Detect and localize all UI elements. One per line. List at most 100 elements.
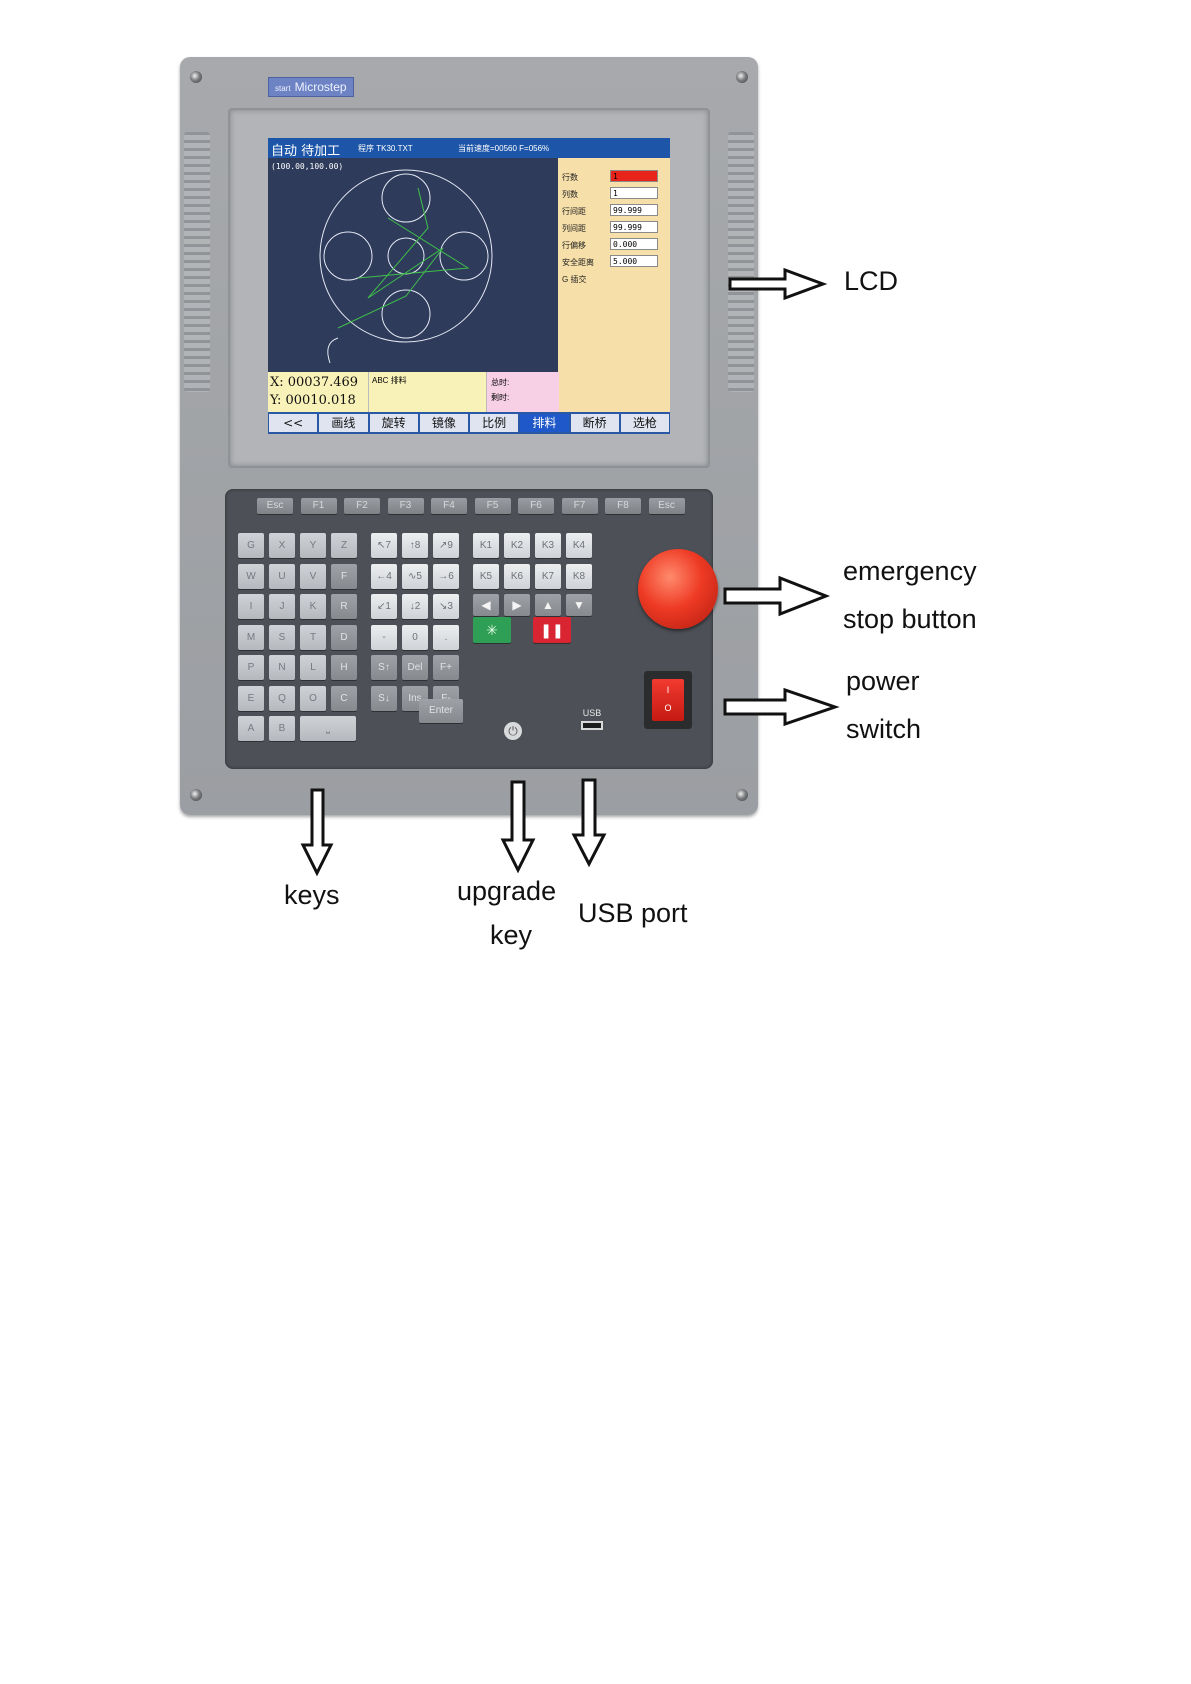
k-key[interactable]: K7 (535, 563, 561, 589)
function-key[interactable]: Esc (257, 498, 293, 514)
function-key[interactable]: F7 (561, 498, 598, 514)
numpad-key[interactable]: ↙1 (371, 594, 397, 619)
letter-key[interactable]: X (269, 533, 295, 558)
k-key[interactable]: K5 (473, 563, 499, 589)
k-key[interactable]: K3 (535, 533, 561, 558)
function-key[interactable]: F2 (344, 498, 380, 514)
letter-key[interactable]: I (238, 594, 264, 619)
letter-key[interactable]: Q (269, 685, 295, 711)
letter-key[interactable]: K (300, 594, 326, 619)
power-rocker[interactable]: I O (652, 679, 684, 721)
softkey-select-torch[interactable]: 选枪 (620, 414, 669, 432)
letter-key[interactable]: J (269, 594, 295, 619)
numpad-key[interactable]: S↑ (371, 655, 397, 680)
param-value[interactable]: 1 (610, 170, 658, 182)
letter-key[interactable]: P (238, 655, 264, 680)
letter-key[interactable]: V (300, 563, 326, 589)
letter-key[interactable]: Y (300, 533, 326, 558)
toolpath-graph: (100.00,100.00) (268, 158, 558, 372)
arrow-key-icon[interactable]: ▼ (566, 594, 592, 616)
numpad-key[interactable]: ∿5 (402, 563, 428, 589)
softkey-mirror[interactable]: 镜像 (419, 414, 468, 432)
k-key[interactable]: K4 (566, 533, 592, 558)
letter-key[interactable]: M (238, 624, 264, 650)
letter-key[interactable]: ⎵ (300, 716, 356, 741)
function-key[interactable]: F6 (518, 498, 554, 514)
enter-key[interactable]: Enter (419, 699, 463, 723)
letter-key[interactable]: Z (331, 533, 357, 558)
param-value[interactable]: 99.999 (610, 221, 658, 233)
letter-key[interactable]: A (238, 716, 264, 741)
numpad-key[interactable]: ←4 (371, 563, 397, 589)
numpad-key[interactable]: ↓2 (402, 594, 428, 619)
upgrade-key-icon[interactable]: ⏻ (504, 722, 522, 740)
x-position: X: 00037.469 (270, 375, 359, 390)
usb-port[interactable]: USB (577, 708, 607, 744)
numpad-key[interactable]: ↑8 (402, 533, 428, 558)
param-row: 行间距 99.999 (562, 204, 668, 218)
emergency-stop-button[interactable] (638, 549, 718, 629)
param-value[interactable]: 5.000 (610, 255, 658, 267)
letter-key[interactable]: R (331, 594, 357, 619)
arrow-key-icon[interactable]: ◀ (473, 594, 499, 616)
pause-key-icon[interactable]: ❚❚ (533, 617, 571, 643)
param-value[interactable]: 1 (610, 187, 658, 199)
param-label: 列间距 (562, 224, 586, 233)
numpad-key[interactable]: S↓ (371, 685, 397, 711)
keys-arrow-icon (300, 788, 334, 877)
param-value[interactable]: 99.999 (610, 204, 658, 216)
letter-key[interactable]: O (300, 685, 326, 711)
letter-key[interactable]: N (269, 655, 295, 680)
letter-key[interactable]: F (331, 563, 357, 589)
usb-label-annotation: USB port (578, 898, 688, 928)
numpad-key[interactable]: ↖7 (371, 533, 397, 558)
time-area: 总时: 剩时: (486, 372, 559, 412)
softkey-draw-line[interactable]: 画线 (319, 414, 368, 432)
letter-key[interactable]: H (331, 655, 357, 680)
letter-key[interactable]: E (238, 685, 264, 711)
function-key[interactable]: Esc (648, 498, 685, 514)
function-key[interactable]: F1 (300, 498, 337, 514)
letter-key[interactable]: G (238, 533, 264, 558)
letter-key[interactable]: U (269, 563, 295, 589)
numpad-key[interactable]: F+ (433, 655, 459, 680)
letter-key[interactable]: T (300, 624, 326, 650)
k-key[interactable]: K6 (504, 563, 530, 589)
k-key[interactable]: K2 (504, 533, 530, 558)
function-key[interactable]: F8 (605, 498, 641, 514)
param-row: 行偏移 0.000 (562, 238, 668, 252)
numpad-key[interactable]: Del (402, 655, 428, 680)
softkey-bridge[interactable]: 断桥 (570, 414, 619, 432)
letter-key[interactable]: C (331, 685, 357, 711)
function-key[interactable]: F5 (474, 498, 511, 514)
softkey-scale[interactable]: 比例 (470, 414, 519, 432)
numpad-key[interactable]: - (371, 624, 397, 650)
param-value[interactable]: 0.000 (610, 238, 658, 250)
numpad-key[interactable]: ↘3 (433, 594, 459, 619)
upgrade-label-line1: upgrade (457, 876, 557, 906)
function-key[interactable]: F3 (387, 498, 424, 514)
numpad-key[interactable]: . (433, 624, 459, 650)
softkey-back[interactable]: << (269, 414, 318, 432)
softkey-nesting[interactable]: 排料 (520, 414, 569, 432)
letter-key[interactable]: D (331, 624, 357, 650)
numpad-key[interactable]: ↗9 (433, 533, 459, 558)
arrow-key-icon[interactable]: ▶ (504, 594, 530, 616)
k-key[interactable]: K8 (566, 563, 592, 589)
vent-grille (184, 132, 210, 392)
k-key[interactable]: K1 (473, 533, 499, 558)
letter-key[interactable]: S (269, 624, 295, 650)
function-key[interactable]: F4 (431, 498, 467, 514)
numpad-key[interactable]: →6 (433, 563, 459, 589)
numpad-key[interactable]: 0 (402, 624, 428, 650)
power-switch[interactable]: I O (644, 671, 692, 729)
letter-key[interactable]: L (300, 655, 326, 680)
param-label: G 插交 (562, 275, 587, 284)
softkey-rotate[interactable]: 旋转 (369, 414, 418, 432)
letter-key[interactable]: B (269, 716, 295, 741)
param-label: 列数 (562, 190, 578, 199)
arrow-key-icon[interactable]: ▲ (535, 594, 561, 616)
letter-key[interactable]: W (238, 563, 264, 589)
start-key-icon[interactable]: ✳ (473, 617, 511, 643)
